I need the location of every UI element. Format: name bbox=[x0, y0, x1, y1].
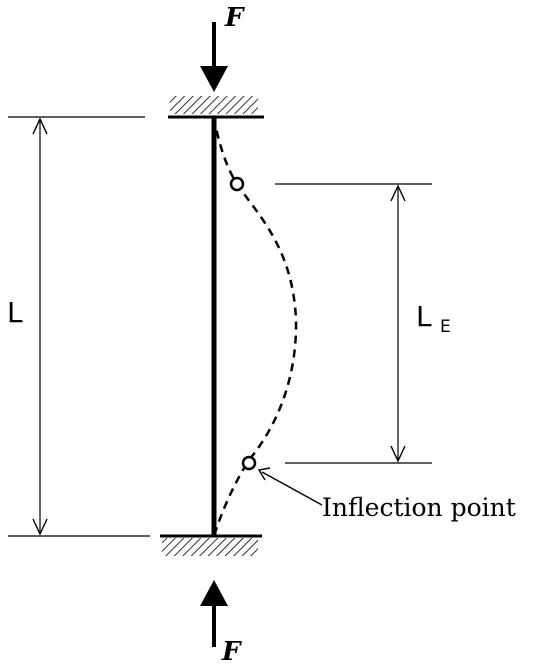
effective-length-label: L bbox=[416, 300, 432, 333]
bottom-force-label: F bbox=[221, 637, 242, 667]
effective-length-subscript: E bbox=[440, 317, 451, 337]
buckled-shape-curve bbox=[212, 116, 298, 537]
bottom-fixed-support bbox=[160, 534, 262, 556]
length-dimension bbox=[8, 116, 150, 537]
effective-length-dimension bbox=[275, 183, 432, 464]
inflection-point-label: Inflection point bbox=[322, 493, 516, 522]
bottom-force-arrow bbox=[200, 580, 228, 647]
length-label: L bbox=[7, 296, 23, 329]
lower-inflection-point-marker bbox=[241, 455, 257, 471]
top-force-label: F bbox=[224, 3, 245, 33]
top-force-arrow bbox=[200, 22, 228, 92]
upper-inflection-point-marker bbox=[229, 176, 245, 192]
top-fixed-support bbox=[168, 96, 264, 119]
inflection-callout-arrow bbox=[257, 467, 323, 506]
